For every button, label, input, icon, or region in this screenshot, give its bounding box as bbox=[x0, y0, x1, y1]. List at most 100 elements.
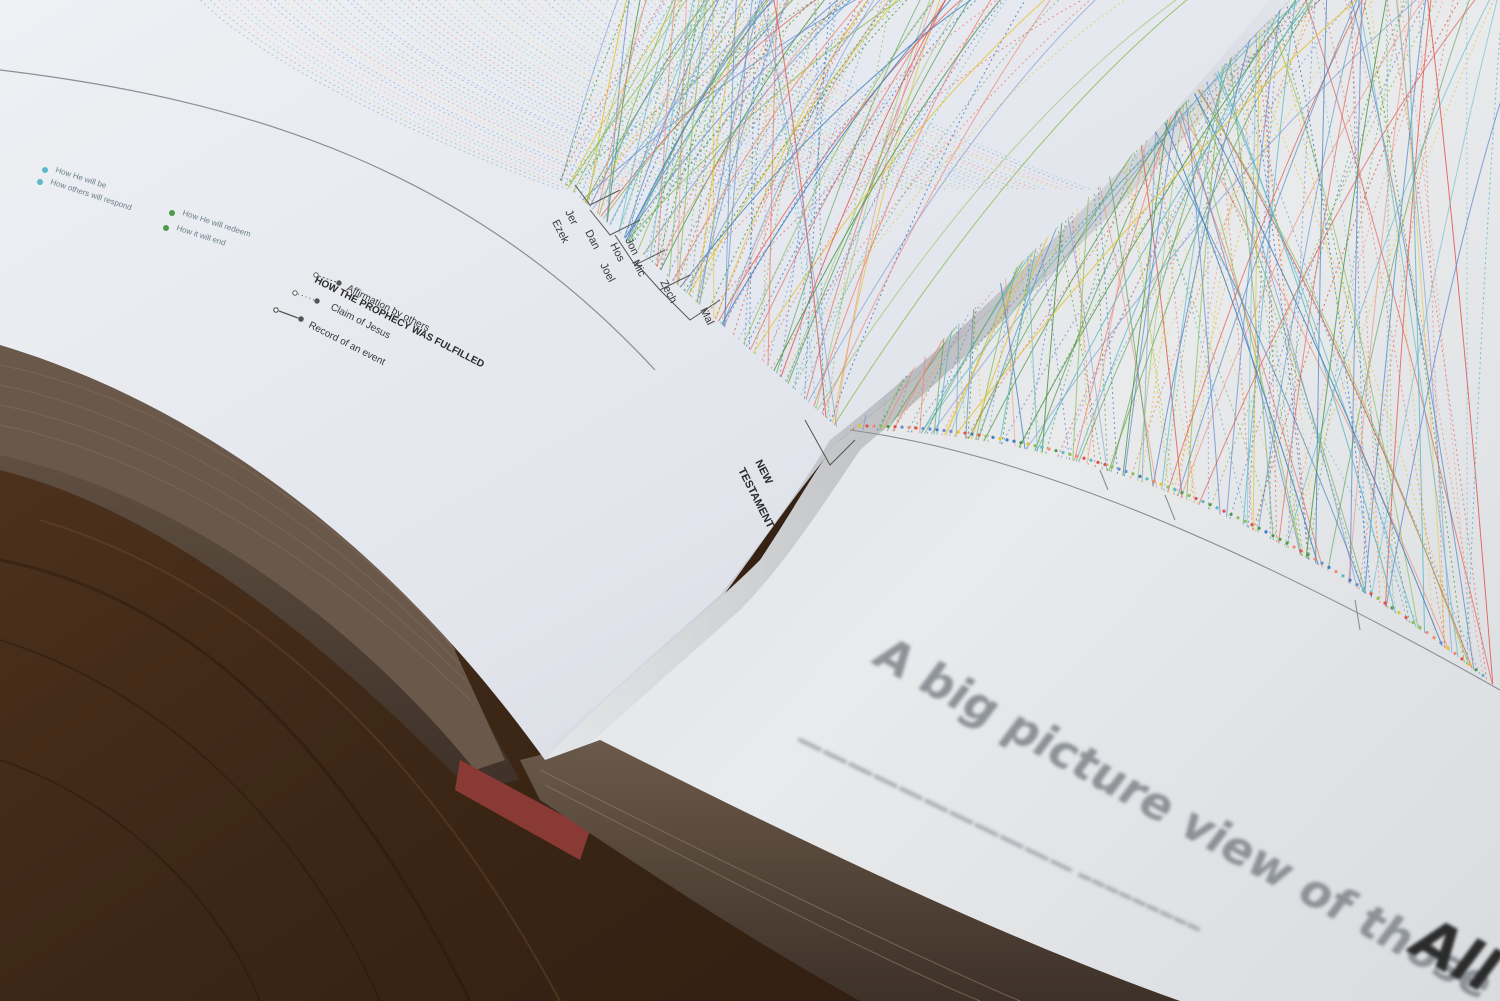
prophecy-arc bbox=[817, 0, 1290, 411]
prophecy-arc bbox=[1198, 0, 1500, 505]
prophecy-dot bbox=[942, 428, 946, 433]
prophecy-dotted-line bbox=[372, 0, 734, 191]
prophecy-arc bbox=[713, 0, 817, 409]
prophecy-dot bbox=[1306, 553, 1310, 557]
prophecy-dot bbox=[1061, 450, 1065, 455]
wood-grain bbox=[0, 519, 561, 1001]
prophecy-dotted-line bbox=[713, 0, 1075, 191]
prophecy-dot bbox=[1376, 596, 1380, 600]
prophecy-arc bbox=[1141, 0, 1254, 483]
prophecy-dotted-line bbox=[284, 0, 646, 191]
prophecy-dot bbox=[1005, 438, 1009, 442]
prophecy-dot bbox=[1159, 482, 1163, 486]
prophecy-dot bbox=[865, 424, 869, 428]
prophecy-dotted-line bbox=[347, 0, 708, 191]
prophecy-arc bbox=[724, 0, 749, 328]
prophecy-dot bbox=[1103, 462, 1107, 467]
prophecy-dotted-line bbox=[670, 0, 1031, 191]
prophecy-dotted-line bbox=[481, 0, 843, 191]
prophecy-arc bbox=[623, 0, 859, 238]
prophecy-dot bbox=[949, 429, 953, 433]
prophecy-dotted-line bbox=[553, 0, 915, 191]
prophecy-dotted-line bbox=[650, 0, 1011, 191]
prophecy-arc bbox=[696, 0, 939, 303]
prophecy-arc bbox=[711, 0, 715, 318]
prophecy-arc bbox=[901, 0, 967, 439]
prophecy-arc bbox=[815, 0, 1082, 409]
prophecy-arc bbox=[1129, 0, 1453, 479]
prophecy-dot bbox=[1068, 452, 1072, 456]
prophecy-arc bbox=[1246, 0, 1266, 528]
prophecy-dot bbox=[1236, 516, 1240, 520]
prophecy-dotted-line bbox=[587, 0, 948, 191]
prophecy-arc bbox=[1192, 0, 1389, 609]
prophecy-arc bbox=[1007, 0, 1473, 669]
prophecy-dotted-line bbox=[544, 0, 906, 191]
legend-dot bbox=[163, 225, 169, 231]
prophecy-arc bbox=[807, 0, 1290, 402]
prophecy-dot bbox=[1418, 625, 1422, 630]
prophecy-arc bbox=[1466, 0, 1500, 664]
prophecy-dotted-line bbox=[731, 0, 1093, 191]
right-baseline bbox=[849, 429, 1500, 691]
prophecy-arc bbox=[743, 0, 1063, 345]
prophecy-dotted-line bbox=[444, 0, 806, 191]
prophecy-dot bbox=[1320, 561, 1324, 565]
prophecy-dot bbox=[914, 426, 918, 430]
prophecy-arc bbox=[1364, 0, 1444, 594]
prophecy-dot bbox=[1404, 615, 1408, 620]
prophecy-dot bbox=[1453, 651, 1457, 656]
prophecy-arc bbox=[1250, 0, 1372, 598]
prophecy-arc bbox=[779, 0, 896, 377]
prophecy-arc bbox=[627, 0, 1059, 241]
prophecy-dotted-line bbox=[568, 0, 930, 191]
prophecy-dot bbox=[1124, 469, 1128, 474]
prophecy-arc bbox=[833, 0, 1290, 426]
prophecy-dot bbox=[858, 424, 862, 428]
prophecy-arc bbox=[722, 0, 1077, 326]
prophecy-arc bbox=[710, 0, 838, 428]
prophecy-arc bbox=[560, 0, 768, 182]
prophecy-dotted-line bbox=[274, 0, 635, 191]
prophecy-arc bbox=[920, 0, 1500, 434]
prophecy-dot bbox=[1096, 460, 1100, 464]
prophecy-arc bbox=[1285, 0, 1500, 548]
prophecy-dot bbox=[900, 425, 904, 429]
prophecy-arc bbox=[997, 0, 1443, 646]
prophecy-dot bbox=[1292, 545, 1296, 549]
prophecy-arc bbox=[944, 0, 1042, 453]
prophecy-dotted-line bbox=[293, 0, 654, 191]
prophecy-dot bbox=[1257, 526, 1261, 530]
prophecy-dot bbox=[921, 426, 925, 431]
prophecy-dot bbox=[1397, 611, 1401, 615]
prophecy-arc bbox=[696, 0, 988, 303]
prophecy-arc bbox=[1386, 0, 1389, 608]
prophecy-arc bbox=[770, 0, 1290, 369]
prophecy-arc bbox=[767, 0, 793, 366]
prophecy-arc bbox=[1080, 0, 1323, 568]
prophecy-arc bbox=[683, 0, 1290, 292]
prophecy-arc bbox=[787, 0, 1131, 384]
prophecy-arc bbox=[1226, 0, 1318, 518]
prophecy-arc bbox=[598, 0, 909, 216]
prophecy-dot bbox=[1180, 491, 1184, 495]
book-cover-right bbox=[520, 740, 1180, 1001]
prophecy-dotted-line bbox=[462, 0, 824, 191]
prophecy-arc bbox=[609, 0, 942, 225]
prophecy-dotted-line bbox=[301, 0, 662, 191]
prophecy-arc bbox=[1380, 0, 1393, 612]
prophecy-dotted-line bbox=[626, 0, 987, 191]
prophecy-arc bbox=[1385, 0, 1446, 648]
prophecy-dot bbox=[1229, 512, 1233, 517]
prophecy-dot bbox=[1481, 673, 1485, 677]
prophecy-arc bbox=[1124, 0, 1466, 663]
prophecy-dotted-line bbox=[599, 0, 961, 191]
prophecy-arc bbox=[1176, 0, 1333, 496]
prophecy-arc bbox=[679, 0, 1290, 288]
prophecy-dotted-line bbox=[380, 0, 741, 191]
prophecy-dot bbox=[1383, 601, 1387, 605]
prophecy-dotted-line bbox=[517, 0, 879, 191]
prophecy-dotted-line bbox=[616, 0, 977, 191]
prophecy-dot bbox=[1012, 439, 1016, 443]
legend-affirmation-marker bbox=[313, 272, 342, 286]
